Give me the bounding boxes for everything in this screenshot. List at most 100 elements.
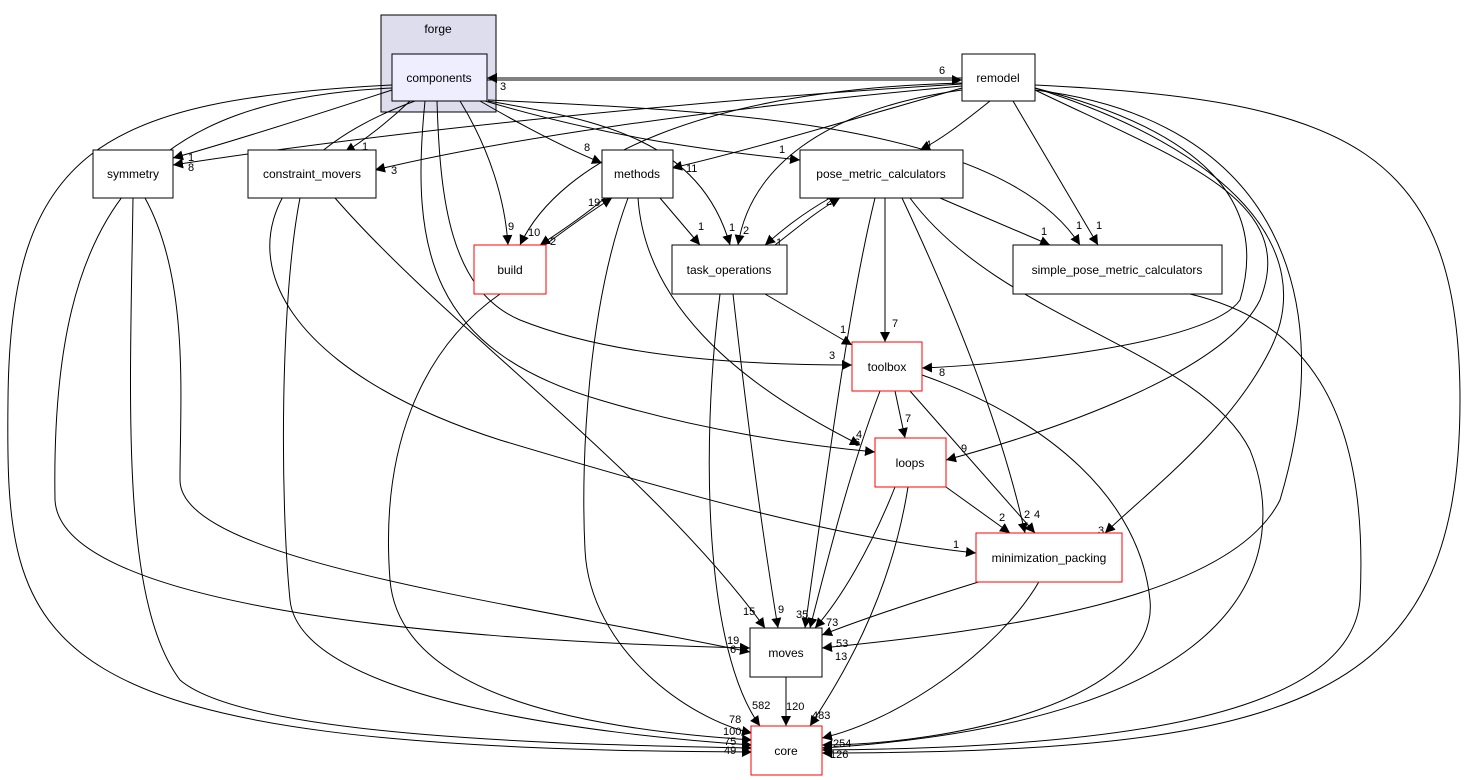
edge-label: 2 <box>999 512 1005 524</box>
edge-pmc-moves <box>801 197 876 629</box>
edge-remodel-toolbox <box>921 87 1248 373</box>
edge-toolbox-moves <box>807 390 881 629</box>
edge-toolbox-loops <box>894 390 908 439</box>
edge-symmetry-core <box>129 197 753 753</box>
edge-components-moves <box>54 87 751 653</box>
edge-label: 1 <box>779 144 785 156</box>
edge-label: 8 <box>939 367 945 379</box>
node-label: constraint_movers <box>263 167 361 181</box>
edge-label: 6 <box>854 437 860 449</box>
edge-label: 2 <box>550 236 556 248</box>
node-pose_metric_calculators[interactable]: pose_metric_calculators <box>799 149 964 199</box>
node-label: pose_metric_calculators <box>816 167 945 181</box>
edge-methods-core <box>583 197 753 736</box>
edge-label: 7 <box>892 318 898 330</box>
edge-label: 2 <box>743 225 749 237</box>
edge-label: 582 <box>752 700 770 712</box>
edge-remodel-loops <box>945 89 1269 463</box>
node-constraint_movers[interactable]: constraint_movers <box>247 149 377 199</box>
edge-label: 9 <box>778 604 784 616</box>
edge-build-methods <box>544 197 613 246</box>
edge-label: 9 <box>508 221 514 233</box>
node-build[interactable]: build <box>473 244 547 295</box>
edge-label: 254 <box>833 738 851 750</box>
edge-label: 1 <box>362 141 368 153</box>
node-label: remodel <box>976 71 1019 85</box>
edge-label: 53 <box>836 638 848 650</box>
edge-components-methods <box>479 100 603 164</box>
edge-label: 19 <box>588 197 600 209</box>
node-loops[interactable]: loops <box>874 437 947 488</box>
edge-methods-task_operations <box>659 197 701 246</box>
edge-label: 126 <box>830 749 848 761</box>
edge-label: 9 <box>961 443 967 455</box>
node-moves[interactable]: moves <box>749 627 823 678</box>
edge-label: 75 <box>724 736 736 748</box>
edge-components-toolbox <box>436 100 853 370</box>
node-simple_pose_metric_calculators[interactable]: simple_pose_metric_calculators <box>1012 244 1223 295</box>
edge-label: 78 <box>729 714 741 726</box>
edge-label: 1 <box>1096 220 1102 232</box>
node-label: methods <box>614 167 660 181</box>
node-label: moves <box>768 646 803 660</box>
edge-components-symmetry <box>172 89 393 161</box>
edge-label: 3 <box>391 165 397 177</box>
edge-simple_pmc-core <box>821 293 1362 755</box>
edge-label: 1 <box>698 221 704 233</box>
edge-label: 1 <box>729 222 735 234</box>
node-label: components <box>406 71 471 85</box>
edge-label: 483 <box>812 710 830 722</box>
edge-components-core <box>7 84 753 757</box>
edge-loops-minimization_packing <box>945 486 1011 534</box>
node-symmetry[interactable]: symmetry <box>92 149 174 199</box>
edge-toolbox-core <box>821 374 1151 750</box>
node-label: task_operations <box>687 263 772 277</box>
edge-loops-core <box>809 486 909 727</box>
edge-components-simple_pmc <box>487 99 1081 246</box>
edge-label: 13 <box>835 651 847 663</box>
node-components[interactable]: components <box>391 53 488 102</box>
node-remodel[interactable]: remodel <box>961 53 1036 102</box>
edge-labels: 6 3 1 8 1 3 8 11 1 4 1 1 2 1 2 9 10 2 19… <box>188 65 1104 761</box>
edge-minimization_packing-moves <box>821 579 986 636</box>
edge-label: 35 <box>796 609 808 621</box>
dependency-edges <box>7 73 1461 758</box>
edge-label: 1 <box>776 237 782 249</box>
edge-label: 3 <box>1098 525 1104 537</box>
node-toolbox[interactable]: toolbox <box>851 341 923 392</box>
node-label: loops <box>896 456 925 470</box>
edge-label: 10 <box>528 227 540 239</box>
edge-label: 1 <box>1076 220 1082 232</box>
node-label: core <box>774 744 798 758</box>
edge-task_operations-pmc <box>774 197 841 246</box>
edge-label: 11 <box>686 163 697 175</box>
edge-task_operations-toolbox <box>764 293 853 346</box>
node-core[interactable]: core <box>750 725 823 776</box>
edge-label: 8 <box>584 142 590 154</box>
edge-label: 8 <box>188 162 194 174</box>
edge-loops-moves <box>814 486 896 629</box>
edge-task_operations-core <box>708 293 761 727</box>
node-task_operations[interactable]: task_operations <box>671 244 788 295</box>
edge-label: 4 <box>925 139 931 151</box>
edge-minimization_packing-core <box>821 579 1041 741</box>
edge-label: 4 <box>856 429 862 441</box>
edge-components-build <box>459 100 513 246</box>
edge-remodel-constraint_movers <box>374 85 963 173</box>
edge-label: 15 <box>743 606 755 618</box>
edge-label: 4 <box>1034 509 1040 521</box>
edge-label: 1 <box>1041 226 1047 238</box>
edge-remodel-moves <box>821 89 1303 652</box>
edge-label: 2 <box>826 196 832 208</box>
edge-label: 7 <box>905 413 911 425</box>
edge-label: 3 <box>829 350 835 362</box>
edge-remodel-task_operations <box>734 89 963 246</box>
edge-label: 19 <box>727 635 739 647</box>
edge-label: 49 <box>724 745 736 757</box>
edge-pmc-task_operations <box>764 197 831 246</box>
edge-remodel-simple_pmc <box>1012 100 1099 246</box>
edge-label: 1 <box>188 152 194 164</box>
edge-remodel-minimization_packing <box>1034 87 1285 534</box>
node-minimization_packing[interactable]: minimization_packing <box>975 532 1123 583</box>
node-methods[interactable]: methods <box>601 149 674 199</box>
